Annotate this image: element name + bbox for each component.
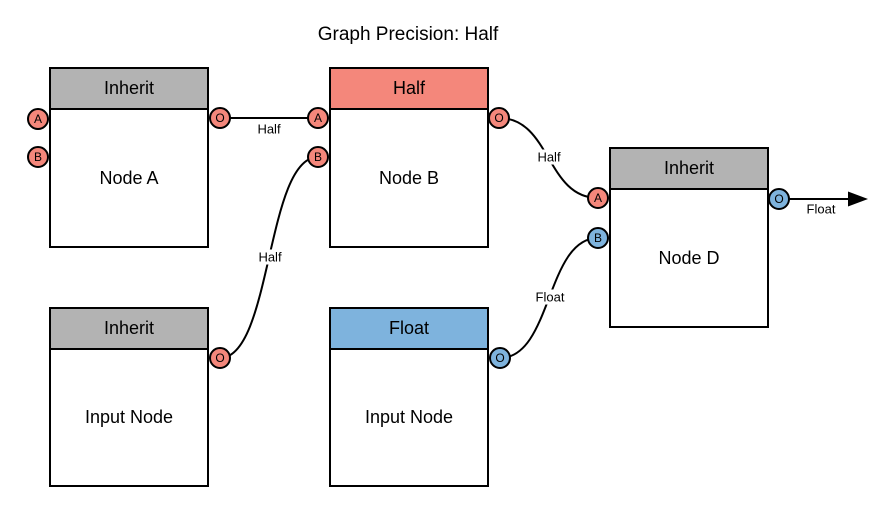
node-b-label: Node B bbox=[378, 167, 440, 188]
arrow-right-icon bbox=[848, 191, 868, 207]
edge-label-half-1: Half bbox=[255, 121, 283, 137]
node-a-header: Inherit bbox=[51, 69, 207, 110]
input-node-bottom-middle: Float Input Node bbox=[329, 307, 489, 487]
input-node-bottom-left-header: Inherit bbox=[51, 309, 207, 350]
node-b-header: Half bbox=[331, 69, 487, 110]
node-d-label: Node D bbox=[658, 247, 720, 268]
node-b-port-o: O bbox=[488, 107, 510, 129]
edge-label-half-2: Half bbox=[256, 249, 284, 265]
node-a-port-a: A bbox=[27, 108, 49, 130]
edge-label-float-1: Float bbox=[533, 289, 567, 305]
node-b-port-b: B bbox=[307, 146, 329, 168]
node-b: Half Node B bbox=[329, 67, 489, 248]
node-d: Inherit Node D bbox=[609, 147, 769, 328]
edge-label-float-2: Float bbox=[804, 201, 838, 217]
input-node-bottom-left-label: Input Node bbox=[84, 407, 174, 427]
node-a-port-b: B bbox=[27, 146, 49, 168]
input-node-bottom-left-port-o: O bbox=[209, 347, 231, 369]
input-node-bottom-left: Inherit Input Node bbox=[49, 307, 209, 487]
input-node-bottom-middle-port-o: O bbox=[489, 347, 511, 369]
node-b-port-a: A bbox=[307, 107, 329, 129]
diagram-title: Graph Precision: Half bbox=[317, 24, 499, 45]
input-node-bottom-middle-header: Float bbox=[331, 309, 487, 350]
node-d-port-o: O bbox=[768, 188, 790, 210]
node-a: Inherit Node A bbox=[49, 67, 209, 248]
node-d-port-b: B bbox=[587, 227, 609, 249]
node-a-label: Node A bbox=[99, 167, 159, 188]
node-d-header: Inherit bbox=[611, 149, 767, 190]
input-node-bottom-middle-label: Input Node bbox=[364, 407, 454, 427]
node-a-port-o: O bbox=[209, 107, 231, 129]
node-d-port-a: A bbox=[587, 187, 609, 209]
edge-label-half-3: Half bbox=[535, 149, 563, 165]
